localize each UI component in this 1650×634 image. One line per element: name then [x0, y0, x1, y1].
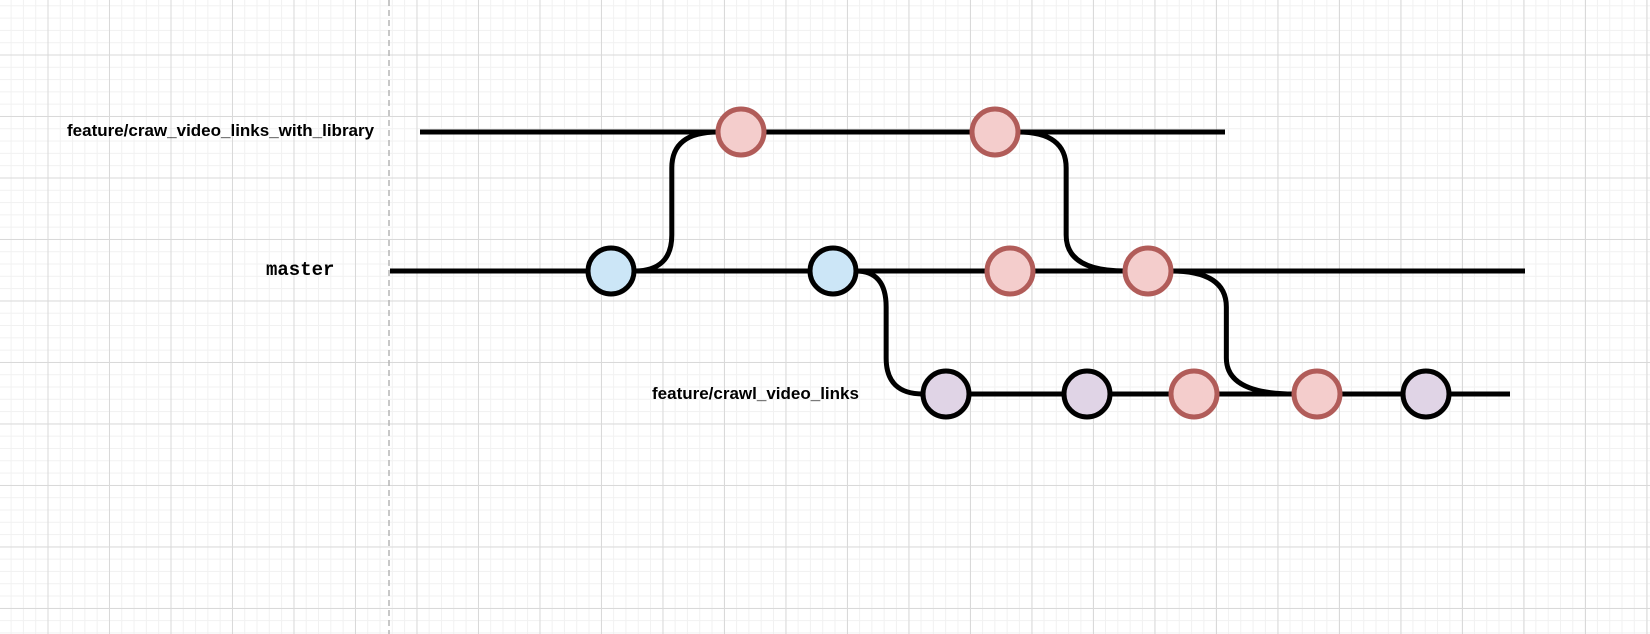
- branch-label-library: feature/craw_video_links_with_library: [67, 121, 375, 140]
- connection-branch-off-m1-l1: [633, 129, 719, 274]
- commit-node-m1: [585, 245, 637, 297]
- commit-node-m4: [1122, 245, 1174, 297]
- commit-node-c1: [920, 368, 972, 420]
- branch-label-master: master: [266, 259, 335, 281]
- commit-node-m3: [984, 245, 1036, 297]
- branch-label-crawl: feature/crawl_video_links: [652, 384, 859, 403]
- commit-node-c2: [1061, 368, 1113, 420]
- commit-nodes: [585, 106, 1452, 420]
- branch-connections: [633, 129, 1295, 397]
- branch-lines: [390, 129, 1525, 397]
- commit-node-l2: [969, 106, 1021, 158]
- commit-node-m2: [807, 245, 859, 297]
- commit-node-c5: [1400, 368, 1452, 420]
- commit-node-c4: [1291, 368, 1343, 420]
- commit-node-c3: [1168, 368, 1220, 420]
- connection-merge-m4-c4: [1170, 268, 1295, 397]
- connection-branch-off-m2-c1: [855, 268, 924, 397]
- connection-merge-l2-m4: [1017, 129, 1126, 274]
- commit-node-l1: [715, 106, 767, 158]
